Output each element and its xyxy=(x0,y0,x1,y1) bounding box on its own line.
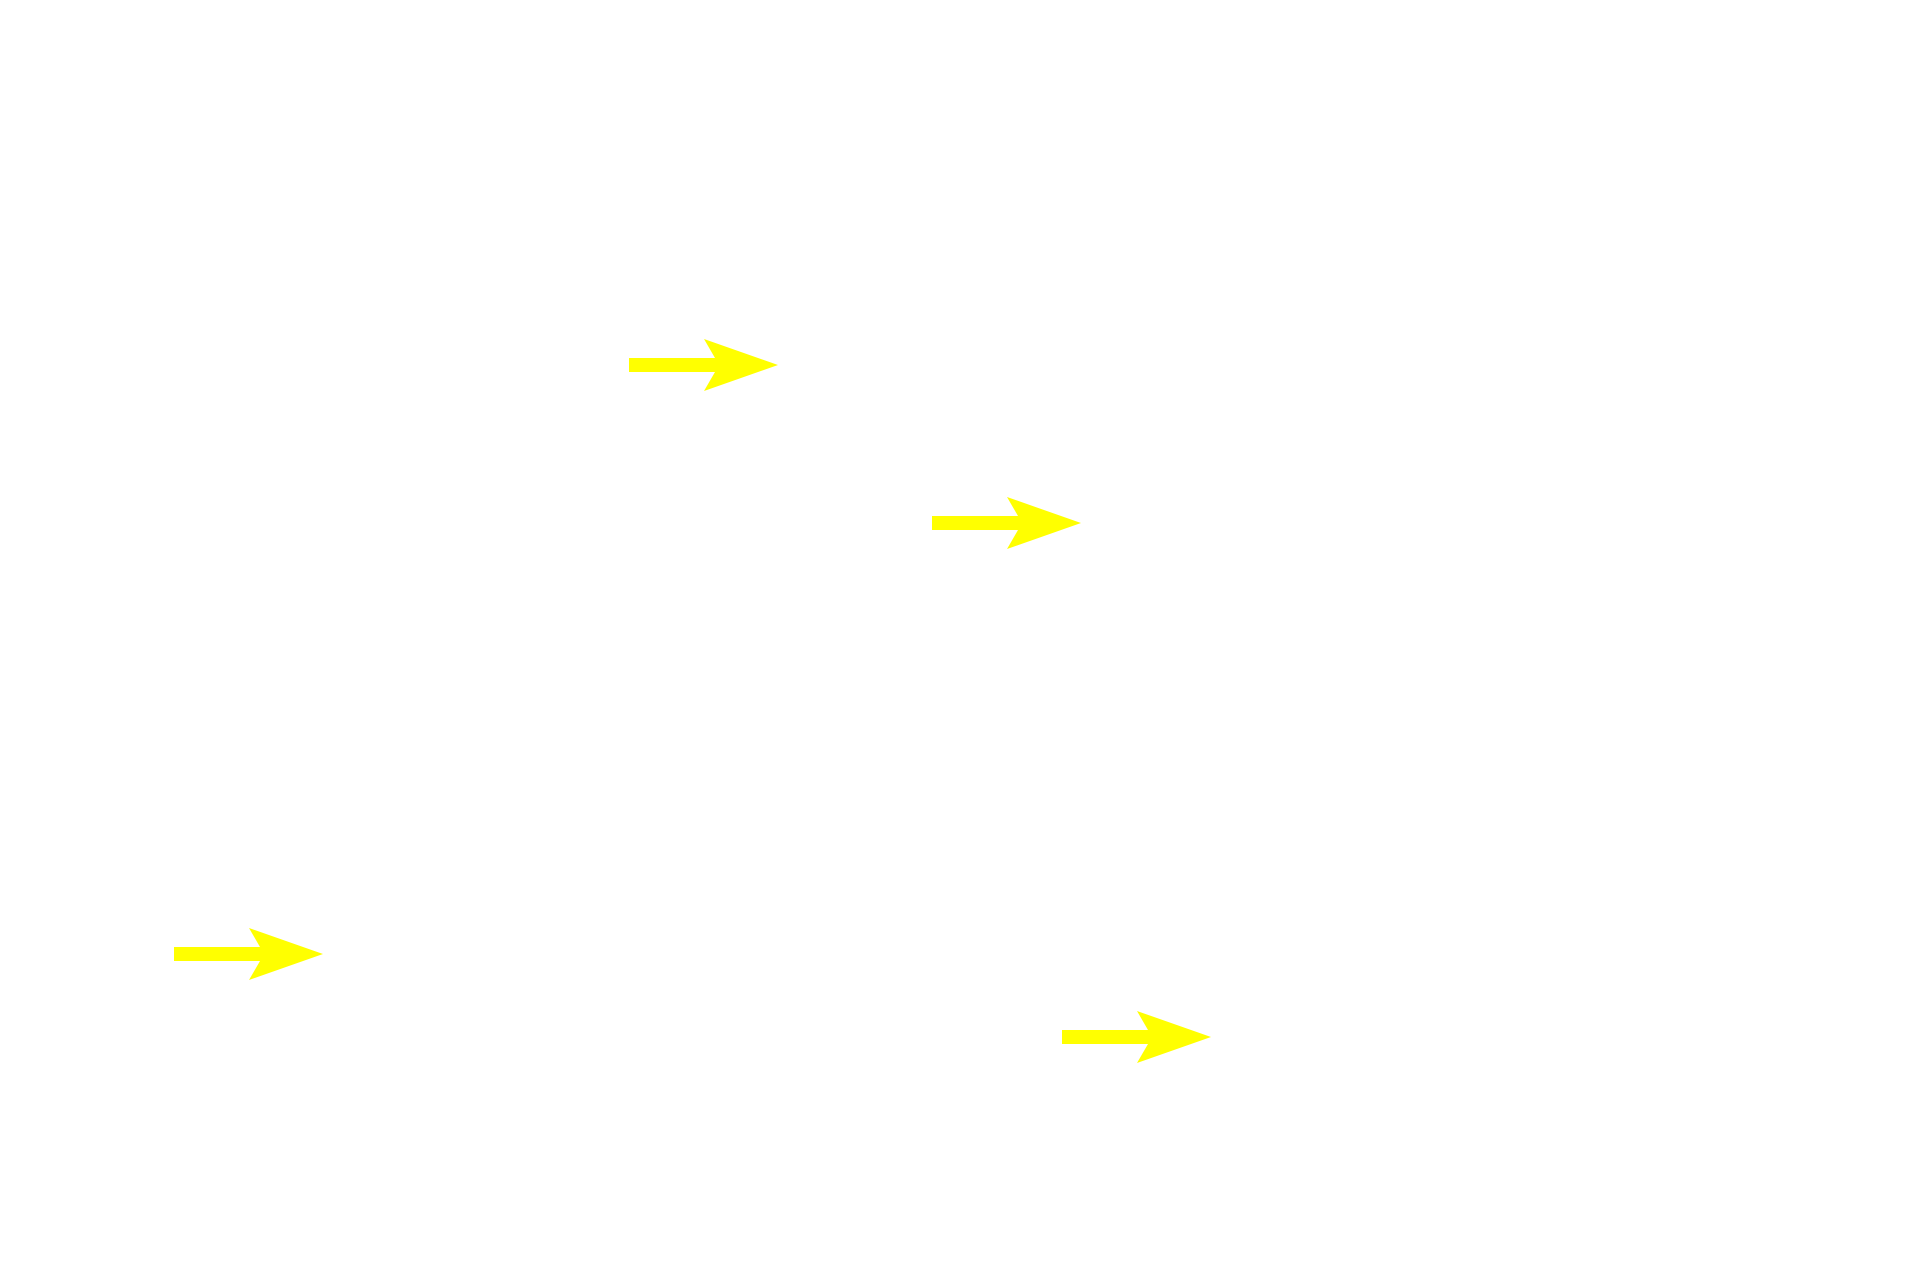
arrow-right-icon xyxy=(174,928,323,980)
arrow-right-icon xyxy=(1062,1011,1211,1063)
arrow-right-icon xyxy=(629,339,778,391)
arrow-right-icon xyxy=(932,497,1081,549)
